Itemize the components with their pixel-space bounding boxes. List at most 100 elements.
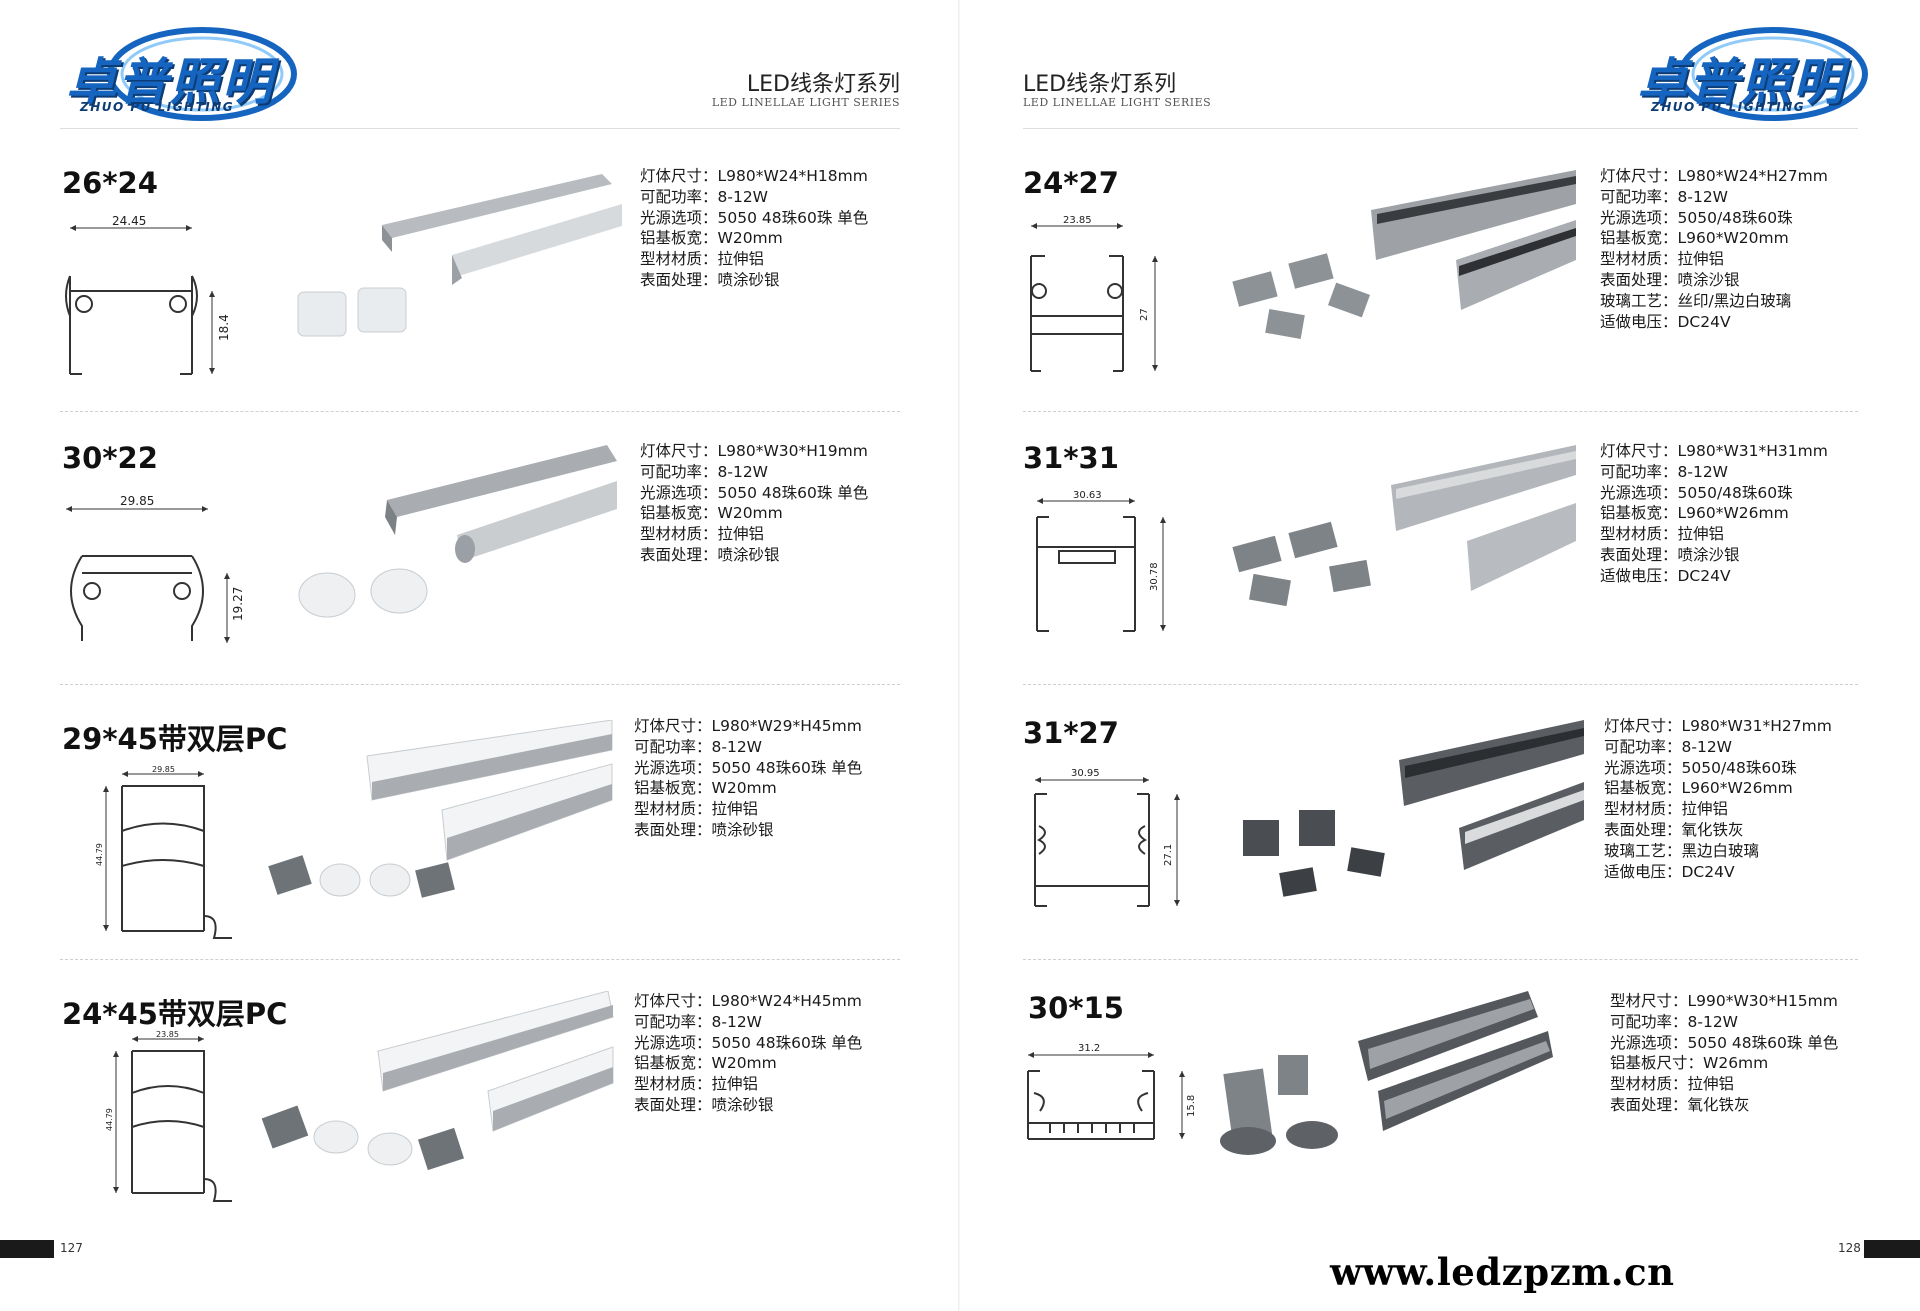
width-dimension: 31.2 (1078, 1043, 1100, 1054)
height-dimension: 18.4 (217, 314, 231, 341)
product-photo (297, 174, 622, 337)
product-title: 30*22 (62, 441, 158, 475)
series-title-cn: LED线条灯系列 (746, 72, 900, 97)
cross-section-drawing: 30.95 27.1 (1034, 768, 1180, 907)
spec-list: 灯体尺寸：L980*W29*H45mm 可配功率：8-12W 光源选项：5050… (634, 716, 862, 841)
series-title-cn: LED线条灯系列 (1023, 72, 1177, 97)
cross-section-drawing: 31.2 15.8 (1027, 1043, 1197, 1140)
spec-row: 灯体尺寸：L980*W24*H18mm (640, 167, 868, 185)
spec-row: 玻璃工艺：丝印/黑边白玻璃 (1600, 291, 1792, 310)
cross-section-drawing: 23.85 44.79 (105, 1031, 232, 1202)
spec-row: 表面处理：氧化铁灰 (1610, 1095, 1750, 1114)
height-dimension: 27 (1139, 308, 1150, 321)
width-dimension: 29.85 (120, 494, 154, 508)
spec-row: 型材材质：拉伸铝 (634, 800, 759, 819)
website-url[interactable]: www.ledzpzm.cn (1330, 1250, 1675, 1294)
footer-bar (0, 1240, 54, 1258)
series-title-en: LED LINELLAE LIGHT SERIES (711, 96, 900, 109)
product-block: 29*45带双层PC 29.85 44.79 灯体尺寸：L980*W29*H45… (62, 716, 902, 986)
product-title: 31*31 (1023, 441, 1119, 475)
left-page: 卓普照明 ZHUO PU LIGHTING LED线条灯系列 LED LINEL… (0, 26, 902, 1258)
product-photo (1243, 720, 1584, 897)
section-divider (60, 411, 900, 412)
product-photo (1220, 991, 1553, 1155)
logo-swoosh-icon (1678, 27, 1868, 121)
spec-row: 表面处理：喷涂砂银 (634, 820, 774, 839)
spec-row: 可配功率：8-12W (640, 462, 769, 481)
spec-row: 灯体尺寸：L980*W31*H31mm (1600, 442, 1828, 460)
cross-section-drawing: 23.85 27 (1030, 216, 1158, 372)
cross-section-drawing: 29.85 19.27 (66, 494, 245, 643)
spec-list: 灯体尺寸：L980*W31*H27mm 可配功率：8-12W 光源选项：5050… (1604, 716, 1832, 882)
spec-row: 适做电压：DC24V (1600, 566, 1731, 585)
height-dimension: 19.27 (231, 587, 245, 621)
series-title-en: LED LINELLAE LIGHT SERIES (1023, 96, 1212, 109)
brand-name-en: ZHUO PU LIGHTING (1651, 100, 1806, 114)
spec-list: 灯体尺寸：L980*W24*H27mm 可配功率：8-12W 光源选项：5050… (1600, 166, 1828, 332)
spec-list: 型材尺寸：L990*W30*H15mm 可配功率：8-12W 光源选项：5050… (1610, 991, 1838, 1116)
spec-list: 灯体尺寸：L980*W24*H45mm 可配功率：8-12W 光源选项：5050… (634, 991, 862, 1116)
product-photo (261, 991, 614, 1171)
product-title: 31*27 (1023, 716, 1119, 750)
product-block: 30*22 29.85 19.27 灯体尺寸：L980*W30*H19mm 可配… (62, 441, 902, 711)
spec-row: 型材尺寸：L990*W30*H15mm (1610, 992, 1838, 1010)
spec-row: 可配功率：8-12W (640, 187, 769, 206)
product-block: 30*15 31.2 15.8 型材尺寸：L990*W30*H15mm 可配功率… (1027, 991, 1868, 1261)
brand-logo: 卓普照明 ZHUO PU LIGHTING (52, 26, 297, 121)
product-title: 29*45带双层PC (62, 722, 288, 756)
spec-row: 玻璃工艺：黑边白玻璃 (1604, 841, 1760, 860)
width-dimension: 30.95 (1071, 768, 1100, 779)
brand-name-en: ZHUO PU LIGHTING (80, 100, 235, 114)
page-number: 128 (1838, 1241, 1861, 1255)
spec-row: 光源选项：5050 48珠60珠 单色 (640, 483, 869, 502)
spec-row: 适做电压：DC24V (1604, 862, 1735, 881)
spec-row: 铝基板宽：W20mm (634, 1054, 777, 1073)
spec-row: 表面处理：氧化铁灰 (1604, 820, 1744, 839)
right-page: LED线条灯系列 LED LINELLAE LIGHT SERIES 卓普照明 … (960, 0, 1920, 1311)
brand-name-cn: 卓普照明 (1637, 53, 1845, 111)
book-spine (958, 0, 961, 1311)
height-dimension: 15.8 (1186, 1095, 1197, 1117)
spec-row: 可配功率：8-12W (634, 737, 763, 756)
spec-row: 适做电压：DC24V (1600, 312, 1731, 331)
brand-name-cn: 卓普照明 (66, 53, 274, 111)
spec-row: 可配功率：8-12W (634, 1012, 763, 1031)
spec-row: 光源选项：5050 48珠60珠 单色 (1610, 1033, 1839, 1052)
spec-row: 表面处理：喷涂沙银 (1600, 545, 1740, 564)
logo-swoosh-icon (107, 27, 297, 121)
spec-row: 光源选项：5050 48珠60珠 单色 (634, 1033, 863, 1052)
product-title: 30*15 (1028, 991, 1124, 1025)
section-divider (1023, 411, 1858, 412)
height-dimension: 44.79 (105, 1108, 114, 1131)
product-title: 24*45带双层PC (62, 997, 288, 1031)
height-dimension: 30.78 (1149, 562, 1160, 591)
cross-section-drawing: 30.63 30.78 (1036, 491, 1166, 632)
spec-row: 铝基板宽：L960*W26mm (1600, 504, 1789, 523)
product-title: 26*24 (62, 166, 158, 200)
product-photo (1232, 445, 1576, 607)
spec-row: 铝基板宽：W20mm (634, 779, 777, 798)
section-divider (60, 684, 900, 685)
spec-row: 表面处理：喷涂沙银 (1600, 270, 1740, 289)
spec-row: 型材材质：拉伸铝 (640, 525, 765, 544)
header-rule (60, 128, 900, 129)
spec-row: 光源选项：5050/48珠60珠 (1600, 208, 1793, 227)
width-dimension: 30.63 (1073, 491, 1102, 501)
spec-row: 光源选项：5050 48珠60珠 单色 (634, 758, 863, 777)
spec-row: 表面处理：喷涂砂银 (634, 1095, 774, 1114)
spec-row: 型材材质：拉伸铝 (1610, 1075, 1735, 1094)
header-rule (1023, 128, 1858, 129)
width-dimension: 29.85 (152, 766, 175, 774)
spec-row: 光源选项：5050/48珠60珠 (1600, 483, 1793, 502)
spec-row: 可配功率：8-12W (1604, 737, 1733, 756)
cross-section-drawing: 29.85 44.79 (95, 766, 232, 939)
spec-row: 型材材质：拉伸铝 (1600, 525, 1725, 544)
spec-row: 型材材质：拉伸铝 (1604, 800, 1729, 819)
width-dimension: 23.85 (1063, 216, 1092, 226)
section-divider (1023, 684, 1858, 685)
spec-row: 表面处理：喷涂砂银 (640, 270, 780, 289)
spec-row: 铝基板宽：L960*W20mm (1600, 229, 1789, 248)
spec-row: 铝基板宽：W20mm (640, 229, 783, 248)
product-block: 31*31 30.63 30.78 灯体尺寸：L980*W31*H31mm 可配… (1023, 441, 1863, 711)
section-divider (60, 959, 900, 960)
